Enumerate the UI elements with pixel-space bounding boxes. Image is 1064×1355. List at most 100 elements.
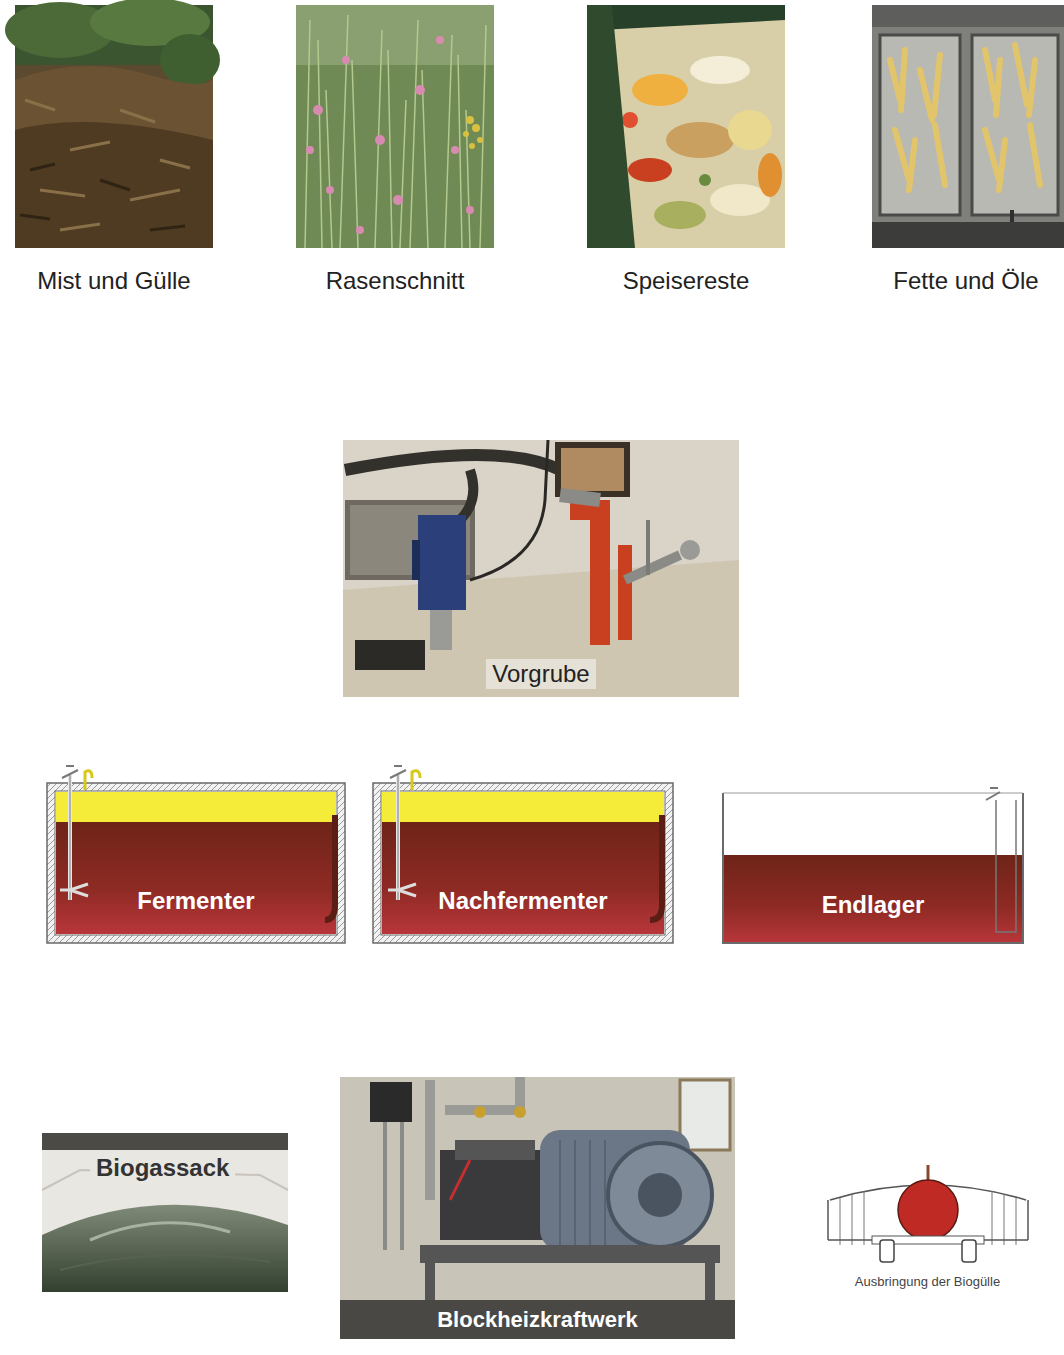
pre-pit-photo-part [618, 545, 632, 640]
meadow-photo-part-part [469, 143, 475, 149]
manure-photo-part [160, 34, 220, 86]
meadow-photo-part-part [477, 137, 483, 143]
food-waste-photo-part [690, 56, 750, 84]
meadow-photo-part [296, 5, 494, 248]
node-label: Fermenter [137, 887, 254, 915]
meadow-photo-part-part [451, 146, 459, 154]
storage-tank [723, 788, 1023, 943]
node-label: Blockheizkraftwerk [431, 1306, 644, 1333]
chp-unit-photo-part [608, 1143, 712, 1247]
pre-pit-photo-part [343, 560, 739, 697]
pre-pit-photo-part [460, 470, 473, 520]
node-label: Vorgrube [486, 659, 595, 689]
input-photo: Speisereste [587, 5, 785, 297]
food-waste-photo [587, 5, 785, 248]
post-fermenter-tank-part [390, 766, 406, 778]
storage-tank-part [724, 855, 1022, 942]
meadow-photo-part [296, 5, 494, 65]
chp-unit-photo-part [440, 1150, 550, 1240]
post-fermenter-tank-part [373, 783, 673, 943]
slurry-tanker-sketch-part [898, 1180, 958, 1240]
pre-pit-photo-part [430, 610, 452, 650]
fryer-photo-part-part [985, 45, 1040, 190]
meadow-photo-part-part [306, 146, 314, 154]
chp-unit-photo-part [450, 1160, 470, 1200]
meadow-photo-part [305, 15, 486, 248]
gas-bag-photo [42, 1133, 288, 1292]
meadow-photo-part-part [356, 226, 364, 234]
fermenter-tank-part [70, 775, 71, 900]
input-photo: Mist und Gülle [15, 5, 213, 297]
pre-pit-photo-part [345, 455, 560, 470]
node-label: Speisereste [623, 267, 750, 295]
manure-photo-part [15, 122, 213, 248]
input-photo: Fette und Öle [872, 5, 1060, 297]
meadow-photo-part-part [375, 135, 385, 145]
gas-bag-photo-part [42, 1133, 288, 1292]
chp-unit-photo-part [370, 1082, 412, 1122]
meadow-photo-part-part [466, 206, 474, 214]
pre-pit-photo-part [355, 640, 425, 670]
chp-unit-photo-part [455, 1140, 535, 1160]
chp-unit-photo-part [514, 1106, 526, 1118]
post-fermenter-tank-part [388, 884, 416, 896]
chp-unit-photo-part [385, 1122, 402, 1250]
pre-pit-photo-part [570, 510, 600, 645]
node-label: Ausbringung der Biogülle [855, 1275, 1000, 1290]
node-label: Nachfermenter [438, 887, 607, 915]
food-waste-photo-part [632, 74, 688, 106]
node-label: Fette und Öle [893, 267, 1038, 295]
fryer-photo-part [872, 222, 1064, 248]
food-waste-photo-part [587, 5, 635, 248]
pre-pit-photo-part [412, 540, 420, 580]
gas-bag-photo-part [90, 1223, 230, 1240]
meadow-photo [296, 5, 494, 248]
chp-unit-photo-part [420, 1245, 720, 1263]
meadow-photo-part-part [326, 186, 334, 194]
storage-tank-part [986, 788, 1000, 800]
meadow-photo-part-part [436, 36, 444, 44]
pre-pit-photo [343, 440, 739, 697]
chp-box: Blockheizkraftwerk [340, 1077, 735, 1339]
fermenter-tank-part [56, 822, 336, 934]
fermenter-tank-part [325, 815, 335, 920]
fermenter-tank-part [47, 783, 345, 943]
post-fermenter-tank-part [412, 771, 420, 790]
node-label: Mist und Gülle [37, 267, 190, 295]
meadow-photo-part [306, 36, 474, 234]
pre-pit-photo-part [680, 540, 700, 560]
gas-bag-photo-part [42, 1205, 288, 1292]
post-fermenter-tank-part [381, 791, 665, 935]
pre-pit-photo-part [560, 495, 600, 500]
slurry-tanker-sketch-part [962, 1240, 976, 1262]
node-label: Biogassack [90, 1153, 235, 1183]
tank-box: Fermenter [47, 783, 345, 943]
food-waste-photo-part [666, 122, 734, 158]
meadow-photo-part-part [342, 56, 350, 64]
fermenter-tank-part [56, 792, 336, 822]
food-waste-photo-part [628, 158, 672, 182]
food-waste-photo-part [654, 201, 706, 229]
fermenter-tank-part [85, 771, 92, 790]
meadow-photo-part-part [393, 195, 403, 205]
chp-unit-photo-part-part [560, 1140, 605, 1245]
fermenter-tank-part [60, 884, 88, 896]
fryer-photo [872, 5, 1064, 248]
post-fermenter-tank-part [398, 775, 399, 900]
node-label: Rasenschnitt [326, 267, 465, 295]
chp-unit-photo-part [638, 1173, 682, 1217]
post-fermenter-tank [373, 766, 673, 943]
meadow-photo-part-part [472, 124, 480, 132]
chp-unit-photo-part [340, 1077, 735, 1339]
manure-photo-part [15, 66, 214, 248]
fryer-photo-part [872, 5, 1064, 248]
storage-tank-part [996, 800, 1016, 932]
pre-pit-photo-part [646, 520, 650, 575]
meadow-photo-part-part [463, 131, 469, 137]
food-waste-photo-part [728, 110, 772, 150]
chp-unit-photo-part [474, 1106, 486, 1118]
fermenter-tank-part [62, 766, 78, 778]
slurry-tanker-sketch [828, 1165, 1028, 1262]
gas-bag-photo-part [42, 1133, 288, 1150]
